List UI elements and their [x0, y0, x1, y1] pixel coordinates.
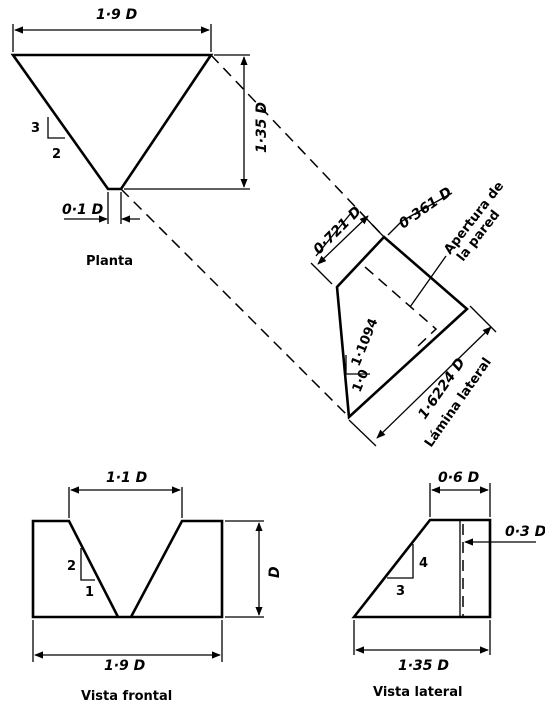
- plan-gap-label: 0·1 D: [62, 202, 103, 218]
- front-slope-rise: 2: [67, 559, 76, 574]
- front-top-dim-label: 1·1 D: [106, 470, 147, 486]
- side-plate-slope-triangle: [345, 355, 370, 375]
- front-slope-triangle: [80, 548, 95, 581]
- front-slope-run: 1: [85, 585, 94, 600]
- side-plate-diag-label: 1·1094: [349, 316, 382, 368]
- side-plate-top-dimension-line: [317, 215, 369, 265]
- side-view-outline: [351, 518, 492, 619]
- side-top-dim-label: 0·6 D: [438, 470, 479, 486]
- plan-outline: [10, 53, 214, 191]
- side-plate-base-label: 1·0: [350, 368, 373, 395]
- plan-view: 3 2 1·9 D 1·35 D 0·1 D Planta: [10, 7, 270, 269]
- front-view-outline: [31, 519, 224, 619]
- side-view: 4 3 0·6 D 0·3 D 1·35 D Vista lateral: [351, 470, 545, 700]
- front-width-dim-label: 1·9 D: [104, 658, 145, 674]
- side-slope-run: 3: [396, 584, 405, 599]
- front-height-dim-label: D: [267, 566, 283, 578]
- side-plate-length-dimension-line: [376, 326, 492, 439]
- plan-caption: Planta: [86, 254, 133, 269]
- side-width-dim-label: 1·35 D: [398, 658, 449, 674]
- side-plate-top-dim-label: 0·721 D: [311, 204, 365, 258]
- side-offset-dim-label: 0·3 D: [505, 524, 545, 540]
- plan-slope-rise: 3: [31, 121, 40, 136]
- side-caption: Vista lateral: [373, 685, 462, 700]
- side-slope-triangle: [387, 544, 414, 579]
- side-plate-right-dim-label: 0·361 D: [396, 184, 455, 232]
- plan-depth-label: 1·35 D: [254, 102, 270, 153]
- projection-lines: [120, 54, 385, 415]
- side-plate: Apertura de la pared 1·1094 1·0 0·721 D …: [311, 179, 508, 450]
- plan-slope-triangle: [47, 117, 65, 139]
- front-caption: Vista frontal: [81, 689, 172, 704]
- side-slope-rise: 4: [419, 556, 428, 571]
- plan-width-label: 1·9 D: [96, 7, 137, 23]
- front-view: 2 1 1·1 D D 1·9 D Vista frontal: [31, 470, 283, 704]
- plan-slope-run: 2: [52, 147, 61, 162]
